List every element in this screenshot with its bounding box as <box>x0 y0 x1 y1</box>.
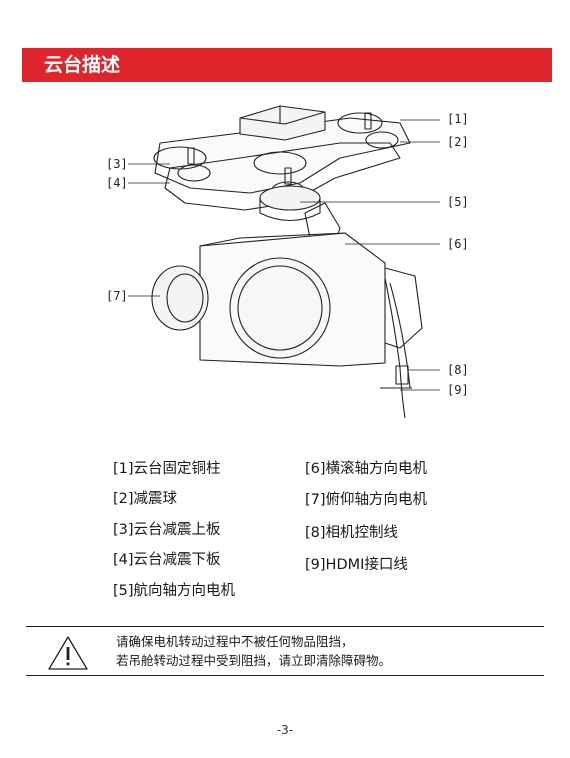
legend-item-2: [2]减震球 <box>113 491 178 507</box>
legend-item-4: [4]云台减震下板 <box>113 552 221 568</box>
section-header-bar: 云台描述 <box>22 48 552 82</box>
callout-7: [7] <box>106 289 128 303</box>
warning-top-rule <box>26 626 544 627</box>
damping-ball <box>365 131 399 149</box>
control-cable <box>384 277 406 419</box>
callout-2: [2] <box>447 135 469 149</box>
page-number: -3- <box>276 723 294 737</box>
callout-9: [9] <box>447 383 469 397</box>
legend-item-3: [3]云台减震上板 <box>113 522 221 538</box>
hdmi-cable <box>389 282 411 389</box>
roll-motor-frame <box>384 267 423 349</box>
warning-triangle-icon <box>48 636 88 670</box>
callout-1: [1] <box>447 112 469 126</box>
callout-4: [4] <box>106 176 128 190</box>
legend-item-1: [1]云台固定铜柱 <box>113 461 221 477</box>
damper-lower-plate <box>164 142 401 211</box>
section-title: 云台描述 <box>44 54 121 76</box>
camera-lens <box>229 257 331 359</box>
legend-item-8: [8]相机控制线 <box>305 525 399 541</box>
legend-item-7: [7]俯仰轴方向电机 <box>305 492 428 508</box>
pitch-motor <box>151 265 209 331</box>
callout-5: [5] <box>447 195 469 209</box>
callout-8: [8] <box>447 363 469 377</box>
copper-pillar-1 <box>364 112 372 130</box>
callout-3: [3] <box>106 157 128 171</box>
legend-item-5: [5]航向轴方向电机 <box>113 583 236 599</box>
callout-6: [6] <box>447 237 469 251</box>
warning-line-2: 若吊舱转动过程中受到阻挡，请立即清除障碍物。 <box>116 653 392 668</box>
warning-line-1: 请确保电机转动过程中不被任何物品阻挡， <box>116 634 354 649</box>
legend-item-6: [6]横滚轴方向电机 <box>305 461 428 477</box>
warning-bottom-rule <box>26 675 544 676</box>
legend-item-9: [9]HDMI接口线 <box>305 557 408 573</box>
yaw-motor <box>259 185 321 211</box>
gimbal-illustration <box>128 105 440 419</box>
